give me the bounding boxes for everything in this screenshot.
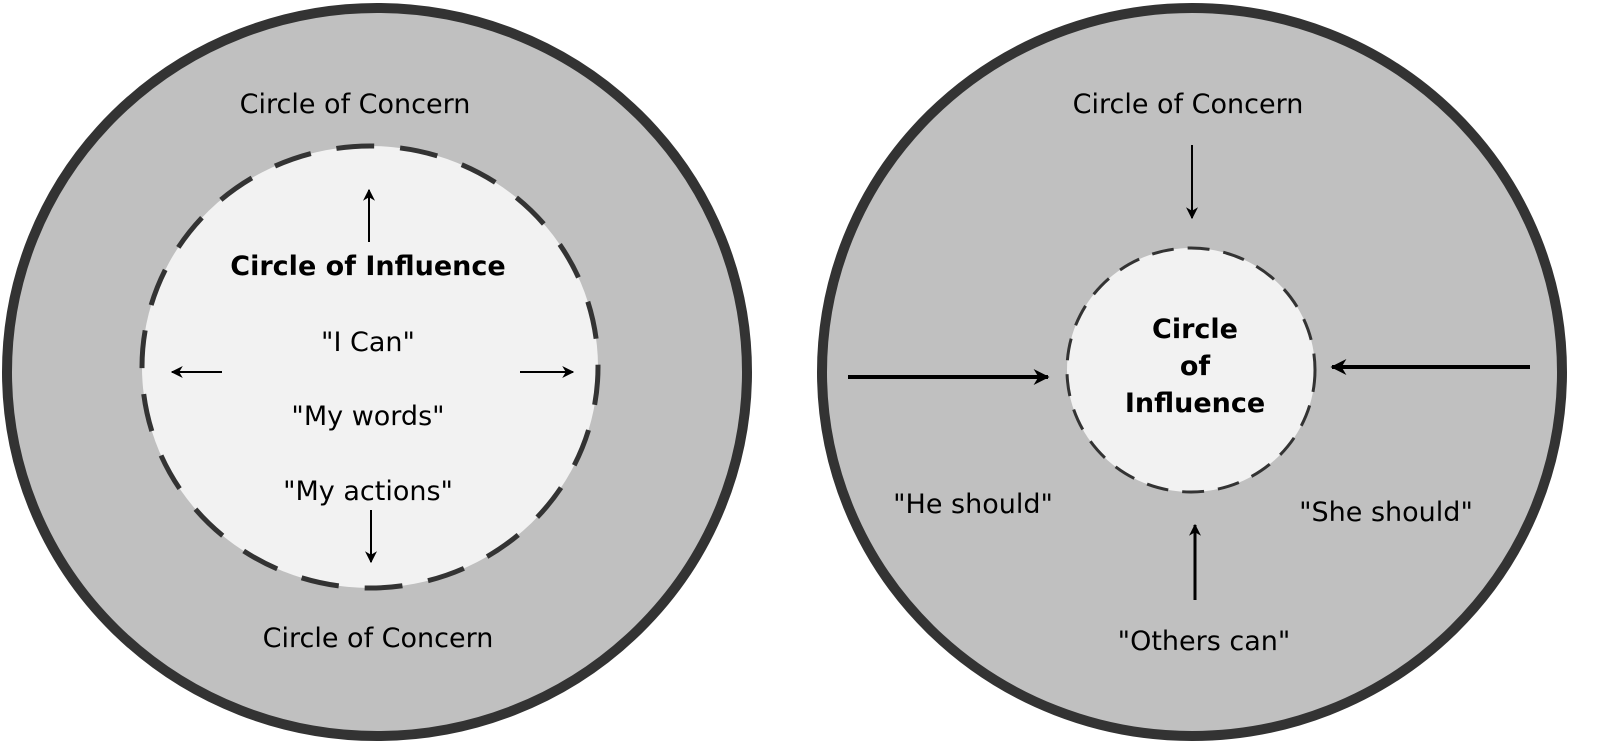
circle-of-influence-inner: [139, 143, 601, 591]
concern-label-top: Circle of Concern: [1073, 89, 1304, 120]
influence-label: Circle of Influence: [230, 251, 505, 282]
phrase-others-can: "Others can": [1118, 626, 1291, 657]
circle-of-influence-inner: [1065, 246, 1317, 494]
influence-label-line-2: of: [1180, 351, 1211, 382]
left-diagram: Circle of Concern Circle of Concern Circ…: [2, 3, 752, 741]
concern-label-top: Circle of Concern: [240, 89, 471, 120]
right-diagram: Circle of Concern Circle of Influence "H…: [817, 3, 1567, 741]
influence-label-line-1: Circle: [1152, 314, 1238, 345]
phrase-i-can: "I Can": [321, 327, 415, 358]
phrase-my-actions: "My actions": [283, 476, 453, 507]
phrase-he-should: "He should": [893, 489, 1053, 520]
concern-label-bottom: Circle of Concern: [263, 623, 494, 654]
phrase-my-words: "My words": [291, 401, 444, 432]
phrase-she-should: "She should": [1299, 497, 1473, 528]
influence-label-line-3: Influence: [1125, 388, 1265, 419]
